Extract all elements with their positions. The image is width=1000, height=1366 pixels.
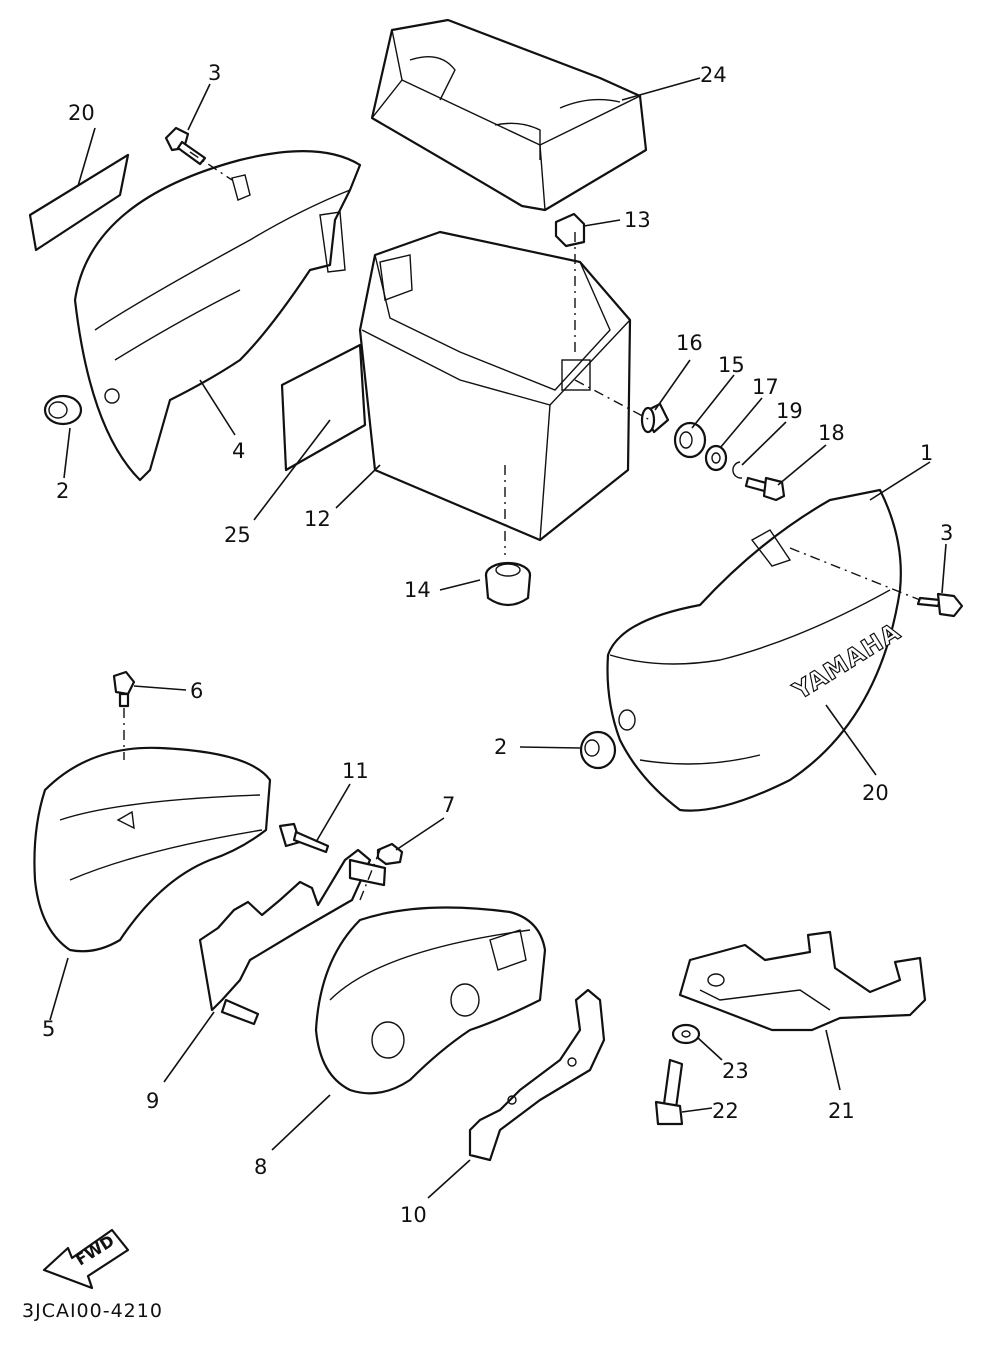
- callout-4: 4: [232, 439, 245, 463]
- battery-damper-part: [484, 561, 532, 607]
- bolt-18-part: [744, 476, 786, 502]
- right-grommet-part: [579, 730, 617, 770]
- callout-7: 7: [442, 793, 455, 817]
- callout-labels: 1 2 2 3 3 4 5 6 7 8 9 10 11 12 13 14 15 …: [42, 61, 953, 1227]
- callout-2-right: 2: [494, 735, 507, 759]
- callout-20-left: 20: [68, 101, 95, 125]
- battery-case-part: [358, 230, 632, 542]
- bolt-22-part: [654, 1058, 684, 1126]
- clip-part: [554, 212, 586, 248]
- bracket-21-part: [678, 930, 927, 1032]
- left-grommet-part: [43, 394, 83, 426]
- right-screw-part: [916, 592, 964, 618]
- screw-6-part: [112, 670, 136, 708]
- callout-19: 19: [776, 399, 803, 423]
- callout-9: 9: [146, 1089, 159, 1113]
- bolt-11-part: [278, 822, 330, 854]
- callout-3-right: 3: [940, 521, 953, 545]
- callout-6: 6: [190, 679, 203, 703]
- callout-2-left: 2: [56, 479, 69, 503]
- callout-17: 17: [752, 375, 779, 399]
- callout-8: 8: [254, 1155, 267, 1179]
- callout-21: 21: [828, 1099, 855, 1123]
- callout-16: 16: [676, 331, 703, 355]
- washer-23-part: [671, 1023, 701, 1045]
- toolbox-cover-part: [33, 746, 272, 953]
- callout-15: 15: [718, 353, 745, 377]
- callout-22: 22: [712, 1099, 739, 1123]
- battery-cover-part: [370, 18, 648, 212]
- toolbox-part: [314, 906, 547, 1095]
- callout-23: 23: [722, 1059, 749, 1083]
- callout-3-left: 3: [208, 61, 221, 85]
- bracket-9-part: [198, 848, 387, 1026]
- circlip-part: [732, 461, 743, 479]
- left-label-sticker-part: [28, 153, 130, 252]
- grommet-15-part: [673, 421, 707, 459]
- battery-sheet-part: [280, 343, 367, 472]
- callout-12: 12: [304, 507, 331, 531]
- left-screw-part: [164, 126, 207, 166]
- callout-13: 13: [624, 208, 651, 232]
- washer-17-part: [704, 444, 728, 472]
- callout-10: 10: [400, 1203, 427, 1227]
- collar-part: [640, 402, 670, 434]
- diagram-reference-code: 3JCAI00-4210: [22, 1300, 163, 1322]
- callout-18: 18: [818, 421, 845, 445]
- callout-20-right: 20: [862, 781, 889, 805]
- nut-clip-part: [376, 842, 404, 866]
- callout-11: 11: [342, 759, 369, 783]
- callout-5: 5: [42, 1017, 55, 1041]
- callout-24: 24: [700, 63, 727, 87]
- left-side-cover-part: [73, 150, 362, 482]
- callout-1: 1: [920, 441, 933, 465]
- callout-14: 14: [404, 578, 431, 602]
- fwd-arrow-icon: FWD: [42, 1228, 130, 1290]
- stay-10-part: [468, 988, 606, 1162]
- right-side-cover-part: YAMAHA: [606, 488, 906, 812]
- callout-25: 25: [224, 523, 251, 547]
